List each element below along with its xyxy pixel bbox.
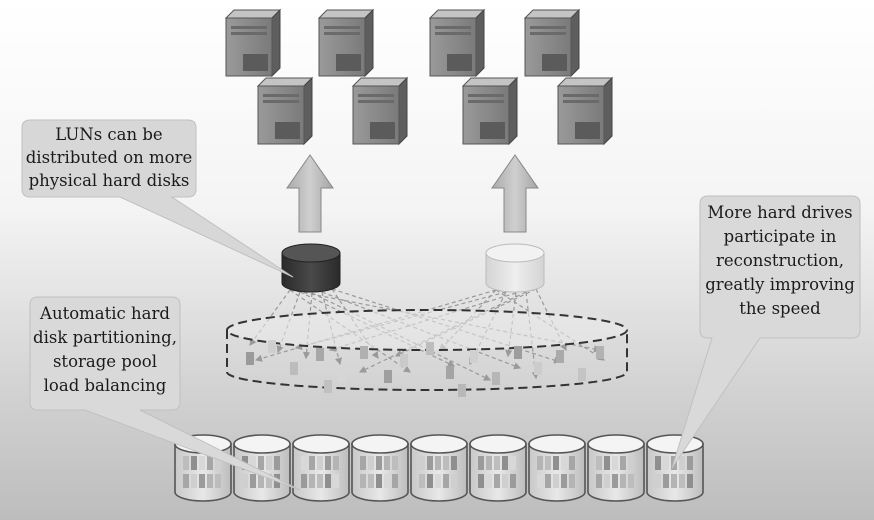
chunk [534, 362, 542, 375]
chunk [458, 384, 466, 397]
callout-partitioning: Automatic hard disk partitioning, storag… [29, 296, 301, 491]
server-icon [461, 76, 519, 146]
chunk [338, 368, 346, 381]
mapping-line [302, 292, 313, 360]
server-icon [351, 76, 409, 146]
callout-luns-line-1: LUNs can be [55, 125, 162, 144]
chunk [556, 350, 564, 363]
server-icon [428, 8, 486, 78]
callout-reconstruction-line-2: participate in [724, 227, 837, 246]
callout-partitioning-line-2: disk partitioning, [33, 328, 177, 347]
callout-luns: LUNs can be distributed on more physical… [21, 119, 294, 278]
callout-luns-line-3: physical hard disks [29, 171, 190, 190]
chunk [596, 346, 604, 359]
callout-partitioning-line-4: load balancing [44, 376, 167, 395]
disk-cylinder [469, 434, 527, 502]
upload-arrow-left-icon [286, 154, 334, 233]
chunk [470, 350, 478, 363]
disk-cylinder [646, 434, 704, 502]
callout-reconstruction: More hard drives participate in reconstr… [671, 195, 861, 469]
chunk [324, 380, 332, 393]
disk-cylinder [351, 434, 409, 502]
server-icon [317, 8, 375, 78]
chunk [400, 354, 408, 367]
callout-reconstruction-line-1: More hard drives [707, 203, 852, 222]
disk-cylinder [587, 434, 645, 502]
lun-dark-cylinder [281, 243, 341, 293]
chunk [360, 346, 368, 359]
callout-reconstruction-line-3: reconstruction, [716, 251, 844, 270]
chunk [426, 342, 434, 355]
chunk [290, 362, 298, 375]
chunk [578, 368, 586, 381]
disk-cylinder [528, 434, 586, 502]
pool-chunks [246, 340, 604, 397]
server-icon [556, 76, 614, 146]
callout-reconstruction-line-5: the speed [739, 299, 821, 318]
storage-pool [226, 309, 628, 397]
chunk [384, 370, 392, 383]
disk-cylinder [410, 434, 468, 502]
chunk [514, 346, 522, 359]
chunk [492, 372, 500, 385]
disk-array [174, 434, 704, 502]
callout-reconstruction-line-4: greatly improving [705, 275, 855, 294]
server-icon [224, 8, 282, 78]
callout-luns-line-2: distributed on more [26, 148, 193, 167]
server-icon [256, 76, 314, 146]
callout-partitioning-line-1: Automatic hard [39, 304, 170, 323]
callout-partitioning-line-3: storage pool [53, 352, 157, 371]
server-group [224, 8, 614, 146]
chunk [268, 340, 276, 353]
chunk [246, 352, 254, 365]
server-icon [523, 8, 581, 78]
disk-cylinder [292, 434, 350, 502]
chunk [316, 348, 324, 361]
lun-light-cylinder [485, 243, 545, 293]
upload-arrow-right-icon [491, 154, 539, 233]
chunk [446, 366, 454, 379]
